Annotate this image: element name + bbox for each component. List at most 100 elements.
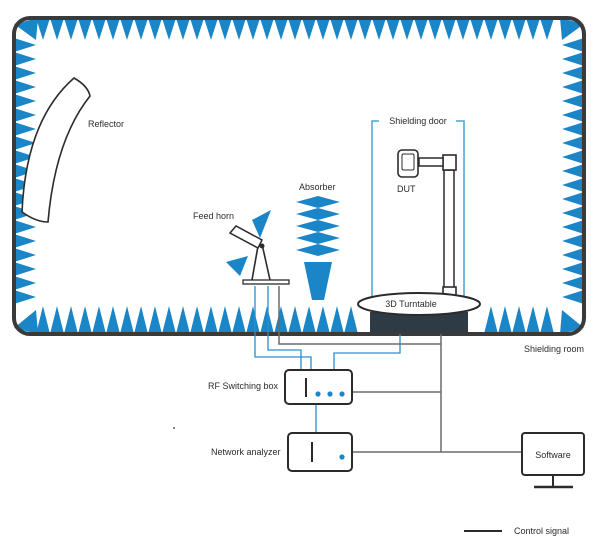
absorber-cone-right — [562, 38, 584, 52]
software-label: Software — [535, 450, 571, 460]
absorber-cone-right — [562, 206, 584, 220]
absorber-cone-bottom — [484, 306, 498, 334]
absorber-cone-top — [442, 18, 456, 40]
shielding-door-bracket — [371, 120, 379, 308]
absorber-cone-top — [540, 18, 554, 40]
absorber-cone-right — [562, 178, 584, 192]
rf-switching-box-port-1 — [315, 391, 321, 397]
absorber-stack-cone — [318, 220, 340, 232]
absorber-cone-right — [562, 248, 584, 262]
absorber-cone-bottom — [50, 306, 64, 334]
absorber-cone-top — [36, 18, 50, 40]
absorber-cone-right — [562, 80, 584, 94]
absorber-cone-right — [562, 220, 584, 234]
absorber-cone-left — [14, 290, 36, 304]
absorber-cone-left — [14, 94, 36, 108]
absorber-cone-left — [14, 234, 36, 248]
absorber-stack-cone — [296, 196, 318, 208]
absorber-cone-bottom — [302, 306, 316, 334]
feed-horn-absorber-bottom — [226, 256, 248, 276]
absorber-cone-bottom — [260, 306, 274, 334]
stray-dot — [173, 427, 175, 429]
absorber-cone-top — [78, 18, 92, 40]
control-signal-lines — [278, 286, 522, 453]
absorber-stack-cone — [296, 208, 318, 220]
phone-screen — [401, 153, 415, 171]
reflector — [21, 77, 91, 223]
absorber-cone-top — [386, 18, 400, 40]
absorber-cone-left — [14, 52, 36, 66]
absorber-cone-top — [50, 18, 64, 40]
absorber-cone-top — [526, 18, 540, 40]
absorber-cone-left — [14, 262, 36, 276]
absorber-cone-top — [64, 18, 78, 40]
absorber-cone-top — [218, 18, 232, 40]
rf-switching-box-label: RF Switching box — [208, 381, 279, 391]
absorber-cone-right — [562, 290, 584, 304]
absorber-cone-top — [246, 18, 260, 40]
absorber-cone-right — [562, 122, 584, 136]
absorber-cone-top — [330, 18, 344, 40]
legend-control-signal-label: Control signal — [514, 526, 569, 536]
absorber-cone-bottom — [120, 306, 134, 334]
absorber-cone-top — [162, 18, 176, 40]
absorber-cone-top — [274, 18, 288, 40]
absorber-cone-top — [302, 18, 316, 40]
absorber-cone-right — [562, 66, 584, 80]
absorber-cone-top — [400, 18, 414, 40]
absorber-cone-top — [92, 18, 106, 40]
absorber-stack-cone — [296, 220, 318, 232]
absorber-cone-bottom — [148, 306, 162, 334]
absorber-cone-top — [106, 18, 120, 40]
feed-horn-base — [242, 279, 290, 285]
absorber-cone-right — [562, 94, 584, 108]
absorber-cone-bottom — [92, 306, 106, 334]
absorber-stack-base — [304, 262, 332, 300]
absorber-cone-top — [260, 18, 274, 40]
absorber-cone-left — [14, 122, 36, 136]
absorber-cones — [14, 18, 584, 334]
absorber-stack-cone — [296, 232, 318, 244]
absorber-cone-top — [148, 18, 162, 40]
absorber-cone-bottom — [204, 306, 218, 334]
absorber-cone-right — [562, 276, 584, 290]
rf-line-feed-horn — [254, 286, 312, 370]
rf-switching-box-port-2 — [327, 391, 333, 397]
absorber-cone-top — [204, 18, 218, 40]
feed-horn — [226, 210, 290, 285]
absorber-cone-top — [428, 18, 442, 40]
absorber-cone-bottom — [78, 306, 92, 334]
absorber-cone-bottom — [36, 306, 50, 334]
absorber-cone-bottom — [162, 306, 176, 334]
absorber-cone-top — [316, 18, 330, 40]
absorber-cone-top — [176, 18, 190, 40]
absorber-cone-top — [414, 18, 428, 40]
positioner-column — [443, 169, 455, 291]
absorber-cone-left — [14, 108, 36, 122]
absorber-cone-left — [14, 220, 36, 234]
feed-horn-body — [228, 225, 263, 250]
rf-signal-lines — [254, 286, 401, 433]
shielding-room-label: Shielding room — [524, 344, 584, 354]
absorber-cone-top — [134, 18, 148, 40]
absorber-cone-top — [344, 18, 358, 40]
absorber-cone-right — [562, 108, 584, 122]
network-analyzer-body — [287, 432, 353, 472]
absorber-stack-cone — [318, 244, 340, 256]
absorber-cone-right — [562, 164, 584, 178]
control-line-feed-horn — [278, 286, 441, 345]
dut-label: DUT — [397, 184, 416, 194]
absorber-cone-top — [498, 18, 512, 40]
absorber-cone-top — [484, 18, 498, 40]
rf-switching-box-port-3 — [339, 391, 345, 397]
rf-switching-box — [284, 369, 353, 405]
absorber-cone-top — [288, 18, 302, 40]
absorber-cone-right — [562, 262, 584, 276]
absorber-cone-left — [14, 136, 36, 150]
absorber-cone-right — [562, 234, 584, 248]
positioner-arm — [418, 157, 444, 167]
absorber-cone-bottom — [218, 306, 232, 334]
feed-horn-pivot — [259, 243, 265, 249]
feed-horn-absorber-top — [252, 210, 271, 238]
absorber-cone-top — [470, 18, 484, 40]
